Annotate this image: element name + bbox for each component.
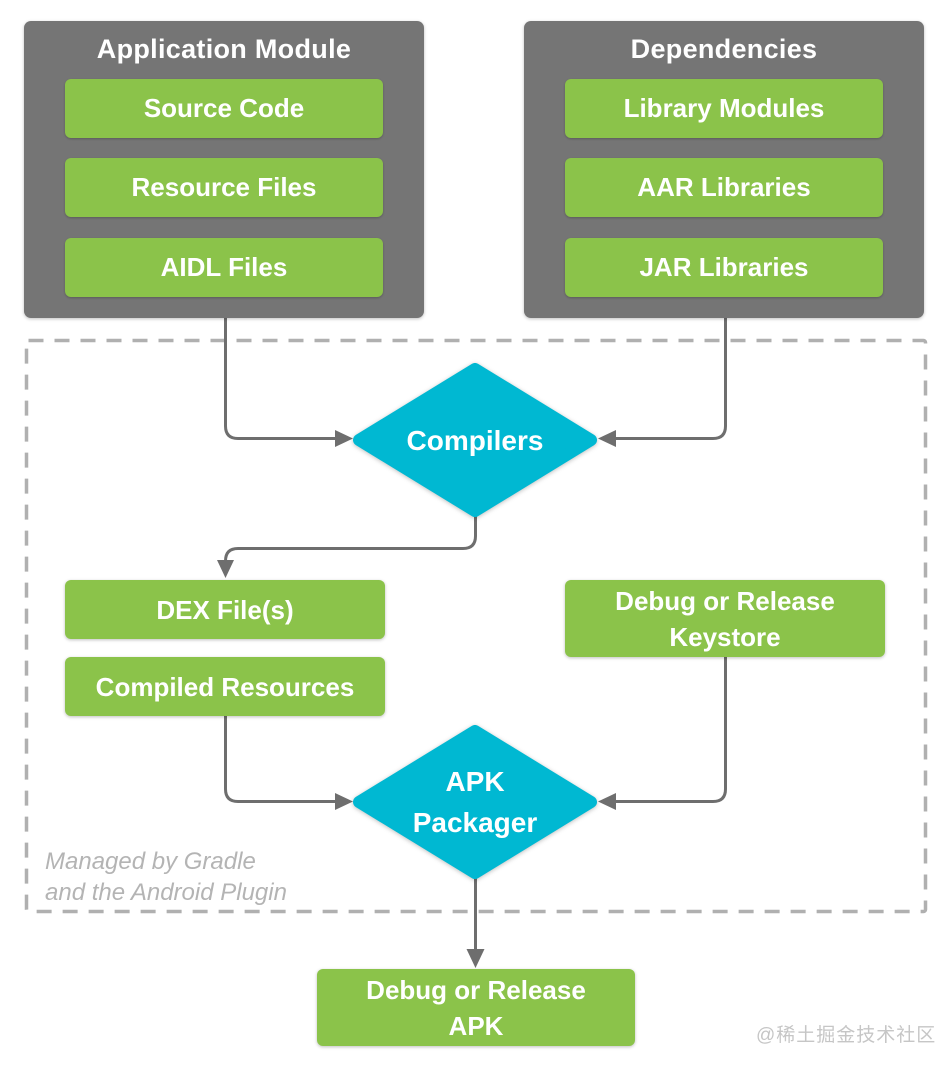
keystore-label-line2: Keystore xyxy=(669,621,781,652)
dependencies-title: Dependencies xyxy=(630,33,818,64)
source-code-node: Source Code xyxy=(65,79,383,138)
resource-files-node: Resource Files xyxy=(65,158,383,217)
apk-packager-label-line2: Packager xyxy=(412,807,538,838)
aar-libraries-node: AAR Libraries xyxy=(565,158,883,217)
connector-app-module-to-compilers xyxy=(224,318,335,440)
gradle-caption-line1: Managed by Gradle xyxy=(45,848,256,875)
gradle-boundary-dashed-border xyxy=(24,338,928,914)
application-module-group: Application Module Source Code Resource … xyxy=(24,21,424,318)
compilers-diamond xyxy=(353,363,597,517)
compiled-resources-node: Compiled Resources xyxy=(65,657,385,716)
watermark-text: @稀土掘金技术社区 xyxy=(756,1025,937,1046)
apk-output-label-line2: APK xyxy=(448,1010,504,1041)
connector-resources-to-packager xyxy=(224,716,335,803)
arrowhead-into-compilers-right xyxy=(598,430,616,447)
compilers-node: Compilers xyxy=(359,369,591,511)
apk-output-node: Debug or Release APK xyxy=(317,969,635,1046)
compilers-label: Compilers xyxy=(406,424,544,456)
gradle-caption: Managed by Gradle and the Android Plugin xyxy=(45,846,287,908)
keystore-node: Debug or Release Keystore xyxy=(565,580,885,657)
dependencies-group: Dependencies Library Modules AAR Librari… xyxy=(524,21,924,318)
dex-files-node: DEX File(s) xyxy=(65,580,385,639)
apk-output-label-line1: Debug or Release xyxy=(366,974,586,1005)
aidl-files-node: AIDL Files xyxy=(65,238,383,297)
connector-keystore-to-packager xyxy=(616,657,727,803)
application-module-title: Application Module xyxy=(96,33,352,64)
library-modules-node: Library Modules xyxy=(565,79,883,138)
gradle-caption-line2: and the Android Plugin xyxy=(45,879,287,906)
compiled-resources-label: Compiled Resources xyxy=(95,671,355,702)
arrowhead-into-dex xyxy=(217,560,234,578)
apk-packager-diamond xyxy=(353,725,597,879)
connector-dependencies-to-compilers xyxy=(616,318,727,440)
apk-packager-node: APK Packager xyxy=(359,731,591,873)
connector-compilers-to-dex xyxy=(224,515,477,562)
keystore-label-line1: Debug or Release xyxy=(615,585,835,616)
jar-libraries-node: JAR Libraries xyxy=(565,238,883,297)
arrowhead-into-compilers-left xyxy=(335,430,353,447)
dex-files-label: DEX File(s) xyxy=(156,594,294,625)
apk-packager-label-line1: APK xyxy=(445,766,505,797)
arrowhead-into-packager-right xyxy=(598,793,616,810)
arrowhead-into-packager-left xyxy=(335,793,353,810)
arrowhead-into-apk xyxy=(466,949,485,968)
